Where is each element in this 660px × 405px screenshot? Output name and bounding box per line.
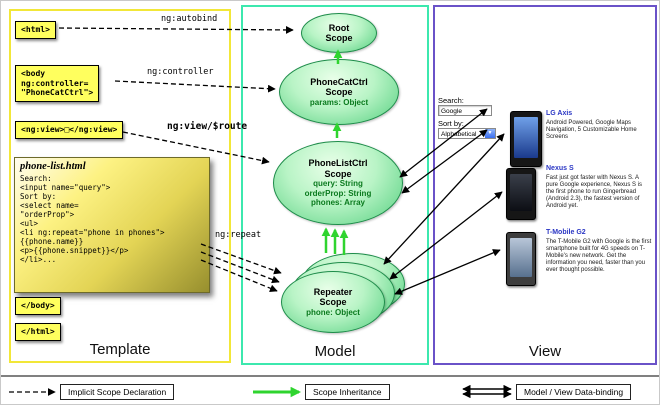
phone-screen: [510, 174, 532, 211]
view-panel-label: View: [528, 343, 562, 360]
scope-phonecatctrl: PhoneCatCtrl Scope params: Object: [279, 59, 399, 125]
scope-phonelistctrl-prop-phones: phones: Array: [311, 198, 365, 208]
phone-list-template-note: phone-list.html Search: <input name="que…: [14, 157, 210, 293]
ng-controller-label: ng:controller: [147, 67, 214, 77]
phone-desc-lg-axis: Android Powered, Google Maps Navigation,…: [546, 120, 637, 140]
search-label: Search:: [438, 96, 464, 105]
phone-desc-nexus-s: Fast just got faster with Nexus S. A pur…: [546, 175, 643, 209]
scope-root: Root Scope: [301, 13, 377, 53]
scope-phonecatctrl-title: PhoneCatCtrl Scope: [310, 76, 368, 98]
phone-screen: [510, 238, 532, 277]
phone-image-nexus-s: [506, 168, 536, 220]
scope-phonecatctrl-prop: params: Object: [309, 97, 369, 107]
sort-select[interactable]: Alphabetical ▼: [438, 128, 496, 139]
phone-image-lg-axis: [510, 111, 542, 167]
scope-repeater-title: Repeater Scope: [313, 286, 353, 308]
scope-phonelistctrl-title: PhoneListCtrl Scope: [308, 158, 368, 179]
ng-view-tag: <ng:view>□</ng:view>: [15, 121, 124, 139]
legend-scope-inheritance: Scope Inheritance: [305, 384, 390, 400]
ng-view-route-label: ng:view/$route: [167, 121, 248, 132]
note-title: phone-list.html: [20, 161, 86, 172]
html-close-tag: </html>: [15, 323, 61, 341]
sort-select-value: Alphabetical: [441, 131, 477, 138]
legend-implicit-scope-declaration: Implicit Scope Declaration: [60, 384, 175, 400]
ng-autobind-label: ng:autobind: [161, 14, 218, 24]
sort-by-label: Sort by:: [438, 119, 464, 128]
phone-link-lg-axis[interactable]: LG Axis: [546, 110, 573, 117]
scope-phonelistctrl-prop-orderprop: orderProp: String: [304, 188, 372, 198]
template-panel-label: Template: [89, 341, 151, 358]
note-code: Search: <input name="query"> Sort by: <s…: [20, 174, 165, 264]
scope-root-title: Root Scope: [325, 22, 353, 44]
body-close-tag: </body>: [15, 297, 61, 315]
phone-link-tmobile-g2[interactable]: T-Mobile G2: [546, 229, 586, 236]
scope-repeater: Repeater Scope phone: Object: [281, 271, 385, 333]
scope-phonelistctrl-prop-query: query: String: [313, 179, 363, 189]
html-open-tag: <html>: [15, 21, 56, 39]
body-open-tag: <body ng:controller= "PhoneCatCtrl">: [15, 65, 100, 102]
phone-desc-tmobile-g2: The T-Mobile G2 with Google is the first…: [546, 239, 652, 273]
template-panel: Template: [9, 9, 231, 363]
dropdown-arrow-icon[interactable]: ▼: [485, 129, 495, 138]
phone-image-tmobile-g2: [506, 232, 536, 286]
search-input[interactable]: Google: [438, 105, 492, 116]
phone-screen: [514, 117, 538, 158]
scope-repeater-prop: phone: Object: [306, 307, 360, 317]
phone-link-nexus-s[interactable]: Nexus S: [546, 165, 574, 172]
scope-phonelistctrl: PhoneListCtrl Scope query: String orderP…: [273, 141, 403, 225]
ng-repeat-label: ng:repeat: [215, 230, 262, 240]
legend-model-view-data-binding: Model / View Data-binding: [516, 384, 632, 400]
model-panel-label: Model: [314, 343, 356, 360]
